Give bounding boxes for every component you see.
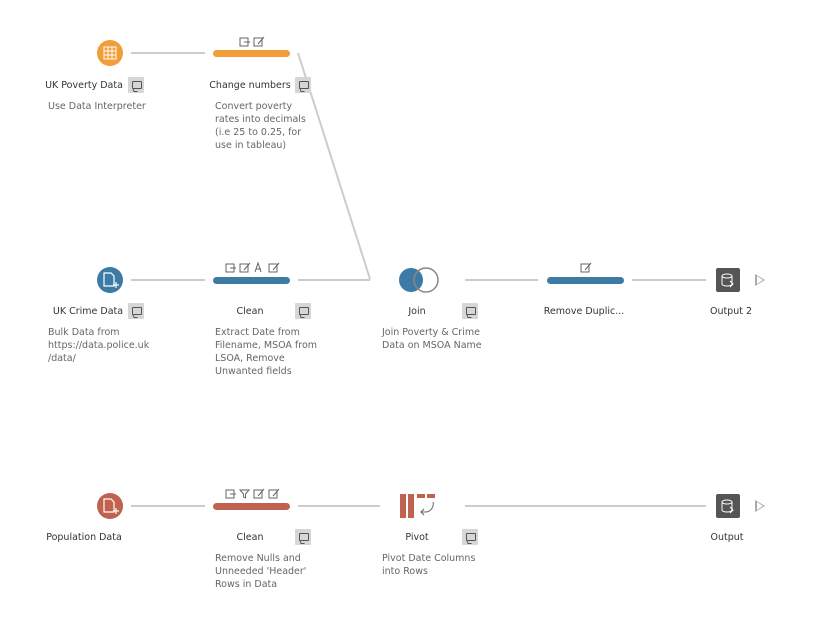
file-add-icon [103,272,119,288]
change-numbers-comment-button[interactable] [295,77,311,93]
pivot-label: Pivot [405,532,429,543]
edit-icon [268,262,280,273]
edit-icon [580,262,592,273]
clean-population-description: Remove Nulls and Unneeded 'Header' Rows … [215,553,307,590]
change-numbers-description: Convert poverty rates into decimals (i.e… [215,101,306,151]
join-node[interactable] [399,267,439,293]
clean-crime-label: Clean [236,306,264,317]
run-output-button[interactable] [755,500,765,512]
pivot-comment-button[interactable] [462,529,478,545]
edit-icon [253,36,265,47]
table-icon [103,46,117,60]
uk-crime-comment-button[interactable] [128,303,144,319]
calculation-icon [254,261,262,273]
run-output-2-button[interactable] [755,274,765,286]
join-label: Join [408,306,426,317]
output-2-label: Output 2 [709,306,753,317]
clean-crime-description: Extract Date from Filename, MSOA from LS… [215,327,318,377]
uk-crime-input-node[interactable] [97,267,123,293]
edit-icon [253,488,265,499]
pivot-description: Pivot Date Columns into Rows [382,553,476,577]
edit-icon [239,262,251,273]
population-label: Population Data [46,532,122,543]
population-input-node[interactable] [97,493,123,519]
output-node[interactable] [716,494,740,518]
output-database-icon [721,273,734,288]
remove-duplicates-label: Remove Duplic... [543,306,625,317]
uk-poverty-label: UK Poverty Data [45,80,123,91]
output-database-icon [721,499,734,514]
clean-crime-step[interactable] [213,261,290,284]
pivot-arrow-icon [420,501,434,516]
change-numbers-step[interactable] [213,36,290,57]
uk-crime-description: Bulk Data from https://data.police.uk /d… [48,327,150,364]
uk-poverty-comment-button[interactable] [128,77,144,93]
output-2-node[interactable] [716,268,740,292]
join-comment-button[interactable] [462,303,478,319]
change-numbers-label: Change numbers [209,80,291,91]
pivot-node[interactable] [400,494,435,518]
edit-icon [268,488,280,499]
rename-icon [225,489,236,499]
remove-duplicates-step[interactable] [547,262,624,284]
clean-population-label: Clean [236,532,264,543]
file-add-icon [103,498,119,514]
rename-icon [225,263,236,273]
join-description: Join Poverty & Crime Data on MSOA Name [382,327,482,351]
uk-crime-label: UK Crime Data [52,306,124,317]
uk-poverty-input-node[interactable] [97,40,123,66]
clean-crime-comment-button[interactable] [295,303,311,319]
rename-icon [239,37,250,47]
output-label: Output [710,532,744,543]
clean-population-step[interactable] [213,488,290,510]
uk-poverty-description: Use Data Interpreter [48,101,146,112]
filter-icon [238,489,251,499]
clean-population-comment-button[interactable] [295,529,311,545]
